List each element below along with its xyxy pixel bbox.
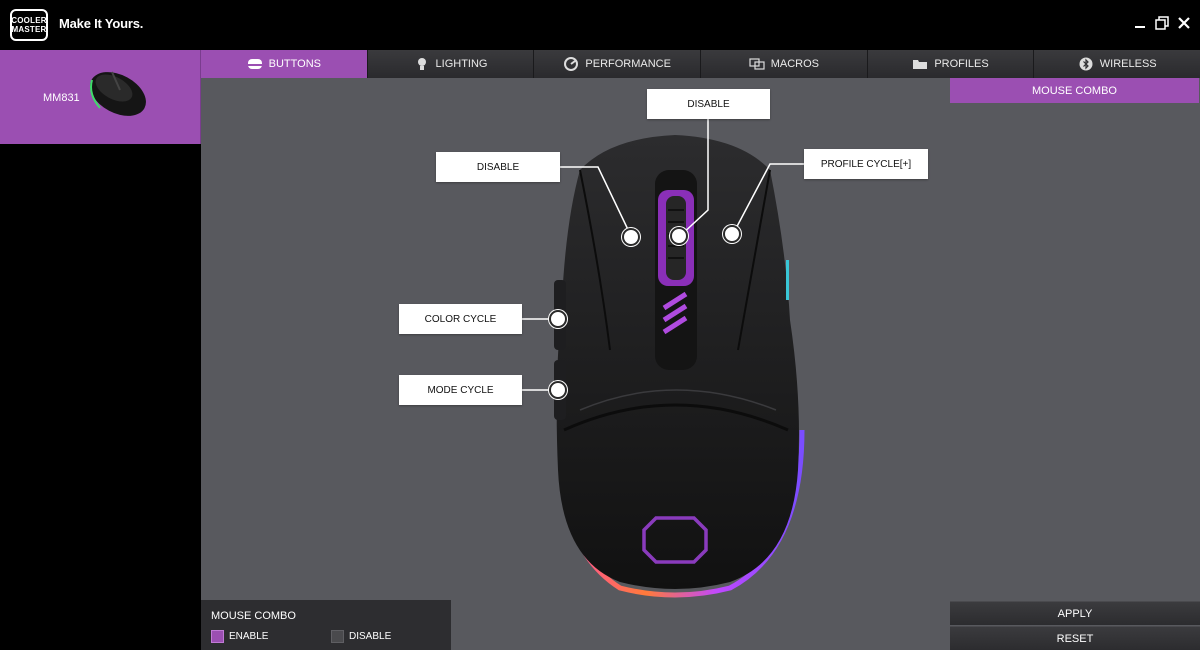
minimize-icon[interactable] [1132,15,1148,31]
title-bar: COOLER MASTER Make It Yours. [0,0,1200,50]
app-tagline: Make It Yours. [59,16,144,31]
macro-icon [749,58,765,70]
callout-profile-button[interactable]: PROFILE CYCLE[+] [804,149,928,179]
reset-button[interactable]: RESET [950,626,1200,650]
callout-scroll-button[interactable]: DISABLE [647,89,770,119]
tab-lighting-label: LIGHTING [435,58,488,70]
apply-button[interactable]: APPLY [950,601,1200,625]
device-card-mm831[interactable]: MM831 [0,50,201,144]
tab-buttons-label: BUTTONS [268,58,322,70]
bluetooth-icon [1079,57,1093,71]
tab-performance[interactable]: PERFORMANCE [534,50,702,78]
disable-checkbox[interactable] [331,630,344,643]
device-sidebar: MM831 [0,50,201,650]
hotspot-scroll-button[interactable] [670,227,688,245]
tab-lighting[interactable]: LIGHTING [367,50,535,78]
mouse-combo-title: MOUSE COMBO [211,610,296,622]
enable-checkbox[interactable] [211,630,224,643]
tab-macros[interactable]: MACROS [701,50,868,78]
callout-side-front-button[interactable]: COLOR CYCLE [399,304,522,334]
mouse-combo-disable-option[interactable]: DISABLE [331,630,391,643]
tab-profiles[interactable]: PROFILES [867,50,1035,78]
device-name: MM831 [43,92,80,104]
tab-wireless-label: WIRELESS [1099,58,1157,70]
logo-line-2: MASTER [11,25,47,34]
disable-label: DISABLE [349,631,392,642]
hotspot-left-button[interactable] [622,228,640,246]
hotspot-profile-button[interactable] [723,225,741,243]
mouse-thumbnail-icon [90,71,146,116]
mouse-combo-panel: MOUSE COMBO ENABLE DISABLE [201,600,451,650]
mouse-combo-enable-option[interactable]: ENABLE [211,630,268,643]
tab-profiles-label: PROFILES [934,58,989,70]
tab-wireless[interactable]: WIRELESS [1034,50,1200,78]
logo-line-1: COOLER [11,16,47,25]
main-tabs: BUTTONS LIGHTING PERFORMANCE MACROS PROF… [201,50,1200,78]
hotspot-side-front-button[interactable] [549,310,567,328]
cooler-master-logo: COOLER MASTER [10,9,48,41]
restore-icon[interactable] [1154,15,1170,31]
callout-side-rear-button[interactable]: MODE CYCLE [399,375,522,405]
tab-macros-label: MACROS [770,58,819,70]
mouse-illustration [554,135,805,598]
folder-icon [913,60,928,69]
tab-buttons[interactable]: BUTTONS [201,50,368,78]
hotspot-side-rear-button[interactable] [549,381,567,399]
gauge-icon [564,57,579,71]
callout-left-button[interactable]: DISABLE [436,152,560,182]
lightbulb-icon [417,58,426,70]
mouse-button-icon [247,59,262,69]
mouse-combo-subtab[interactable]: MOUSE COMBO [950,78,1199,103]
enable-label: ENABLE [229,631,269,642]
tab-performance-label: PERFORMANCE [585,58,671,70]
close-icon[interactable] [1176,15,1192,31]
